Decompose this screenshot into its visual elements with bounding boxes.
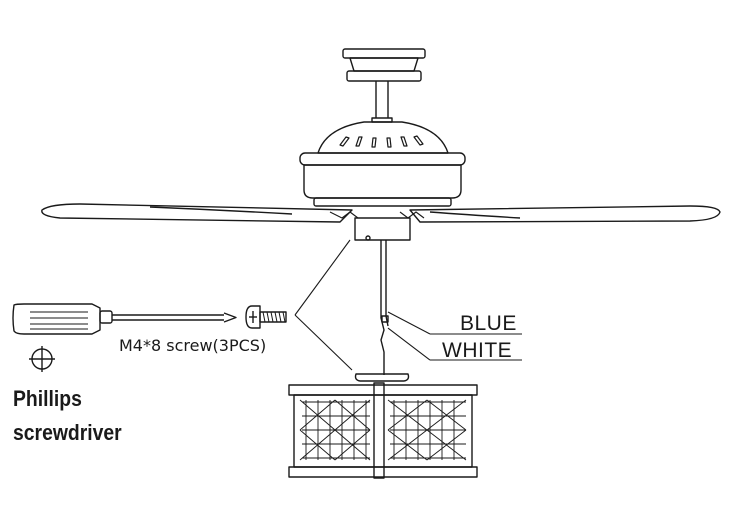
fan-blade-icon	[41, 203, 721, 223]
crystal-grid-left	[299, 399, 371, 461]
canopy	[342, 48, 426, 82]
tool-label-line1: Phillips	[13, 386, 82, 411]
screw-icon	[245, 305, 287, 329]
screw-leader-lines	[294, 239, 353, 371]
ceiling-fan-icon	[299, 121, 466, 207]
screw-label: M4*8 screw(3PCS)	[119, 336, 267, 355]
switch-housing	[354, 217, 411, 241]
downrod	[371, 81, 393, 123]
crystal-grid-right	[387, 399, 467, 461]
light-kit-icon	[288, 373, 478, 479]
tool-label-line2: screwdriver	[13, 420, 122, 445]
wires	[380, 240, 389, 375]
phillips-cross-icon	[29, 346, 55, 372]
wire-leader-lines	[387, 311, 522, 361]
white-wire-label: WHITE	[442, 339, 513, 362]
screwdriver-icon	[12, 303, 237, 335]
blue-wire-label: BLUE	[460, 312, 517, 335]
